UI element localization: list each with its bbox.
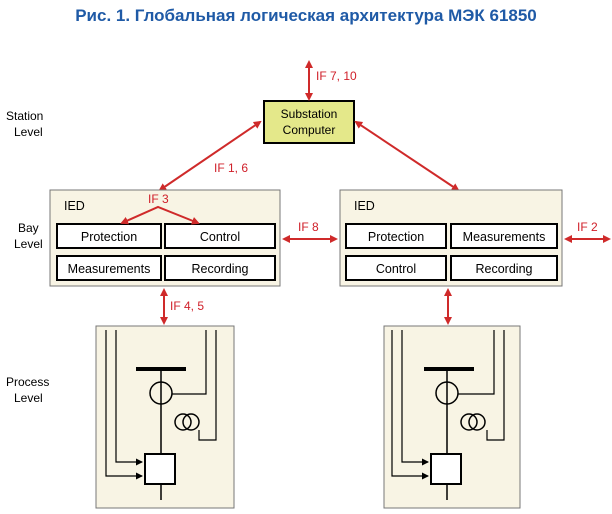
substation-label-2: Computer xyxy=(283,123,336,137)
ied-left-control-box xyxy=(164,223,276,249)
ied-left-control-label: Control xyxy=(200,230,240,244)
station-level-label-2: Level xyxy=(14,125,43,139)
ied-left-protection-box xyxy=(56,223,162,249)
substation-computer-box xyxy=(263,100,355,144)
ied-left-recording-box xyxy=(164,255,276,281)
if-4-5-label: IF 4, 5 xyxy=(170,299,204,313)
station-level-label-1: Station xyxy=(6,109,43,123)
ied-right-recording-box xyxy=(450,255,558,281)
ied-right-control-label: Control xyxy=(376,262,416,276)
ied-left-measurements-box xyxy=(56,255,162,281)
ied-right-recording-label: Recording xyxy=(476,262,533,276)
ied-right-title: IED xyxy=(354,199,375,213)
figure-title: Рис. 1. Глобальная логическая архитектур… xyxy=(75,6,537,25)
process-panel-right xyxy=(383,325,521,509)
bay-level-label-2: Level xyxy=(14,237,43,251)
ied-right-measurements-box xyxy=(450,223,558,249)
bay-level-label-1: Bay xyxy=(18,221,39,235)
if-7-10-label: IF 7, 10 xyxy=(316,69,357,83)
process-level-label-2: Level xyxy=(14,391,43,405)
if-1-6-arrow-right xyxy=(354,120,460,192)
if-3-arrow xyxy=(120,205,200,225)
process-level-label-1: Process xyxy=(6,375,49,389)
ied-left-protection-label: Protection xyxy=(81,230,137,244)
if-3-label: IF 3 xyxy=(148,192,169,206)
if-8-label: IF 8 xyxy=(298,220,319,234)
substation-label-1: Substation xyxy=(281,107,338,121)
if-1-6-arrow-left xyxy=(158,120,262,192)
ied-right-protection-label: Protection xyxy=(368,230,424,244)
ied-left-measurements-label: Measurements xyxy=(68,262,151,276)
process-panel-left xyxy=(95,325,235,509)
if-2-label: IF 2 xyxy=(577,220,598,234)
ied-right-measurements-label: Measurements xyxy=(463,230,546,244)
if-1-6-label: IF 1, 6 xyxy=(214,161,248,175)
ied-left-recording-label: Recording xyxy=(192,262,249,276)
ied-left-title: IED xyxy=(64,199,85,213)
ied-right-control-box xyxy=(345,255,447,281)
ied-right-protection-box xyxy=(345,223,447,249)
